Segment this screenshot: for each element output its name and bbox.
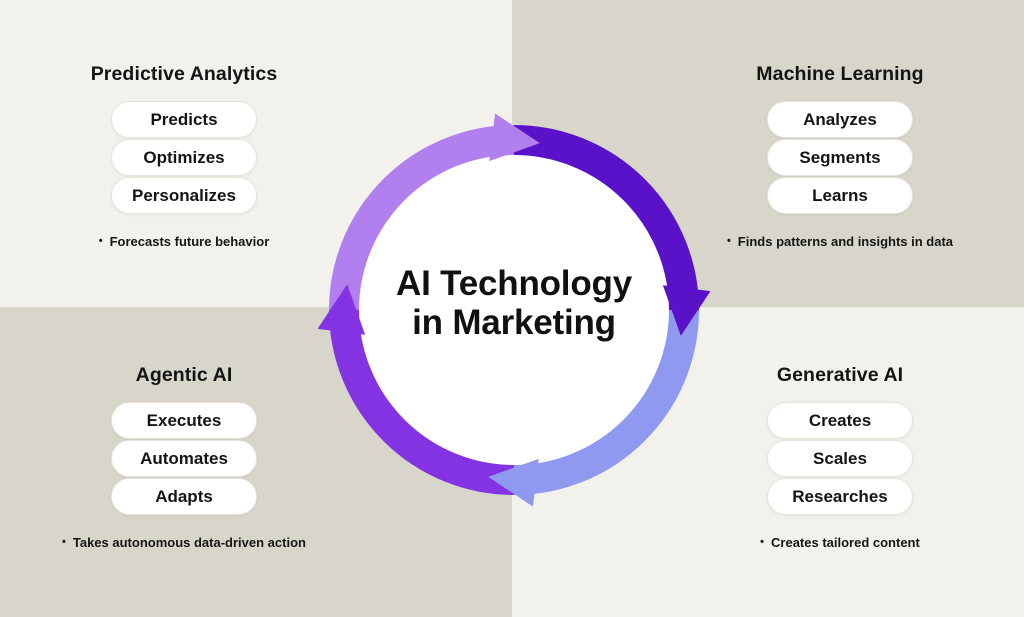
capability-pill: Executes <box>111 402 257 439</box>
cycle-arc-west-north <box>329 125 515 311</box>
quadrant-note-text: Finds patterns and insights in data <box>737 234 954 249</box>
capability-pill: Learns <box>767 177 913 214</box>
cycle-arc-east-south <box>513 309 699 495</box>
capability-pill: Personalizes <box>111 177 257 214</box>
quadrant-predictive-analytics: Predictive Analytics Predicts Optimizes … <box>34 62 334 249</box>
quadrant-title: Agentic AI <box>135 364 233 386</box>
bullet-icon: • <box>98 235 103 247</box>
center-title: AI Technology in Marketing <box>334 264 694 342</box>
quadrant-note: • Finds patterns and insights in data <box>727 234 953 249</box>
capability-pill: Adapts <box>111 478 257 515</box>
center-title-line2: in Marketing <box>412 303 616 342</box>
quadrant-note-text: Forecasts future behavior <box>109 234 270 249</box>
capability-pill: Researches <box>767 478 913 515</box>
bullet-icon: • <box>62 536 66 548</box>
quadrant-title: Generative AI <box>776 364 904 386</box>
capability-pill: Analyzes <box>767 101 913 138</box>
quadrant-title: Predictive Analytics <box>90 63 278 85</box>
cycle-arrowhead-east <box>662 285 711 336</box>
bullet-icon: • <box>760 536 765 548</box>
quadrant-note: • Forecasts future behavior <box>99 234 270 249</box>
quadrant-note-text: Creates tailored content <box>771 535 920 550</box>
quadrant-note: • Takes autonomous data-driven action <box>62 535 306 550</box>
capability-pill: Creates <box>767 402 913 439</box>
quadrant-note-text: Takes autonomous data-driven action <box>72 535 306 550</box>
quadrant-machine-learning: Machine Learning Analyzes Segments Learn… <box>690 62 990 249</box>
cycle-arc-south-west <box>329 309 515 495</box>
center-circle <box>359 155 669 465</box>
center-title-line1: AI Technology <box>396 264 632 303</box>
capability-pill: Optimizes <box>111 139 257 176</box>
quadrant-title: Machine Learning <box>756 63 924 85</box>
bullet-icon: • <box>726 235 731 247</box>
cycle-arrowhead-south <box>488 458 539 507</box>
capability-pill: Predicts <box>111 101 257 138</box>
cycle-arrowhead-north <box>489 113 540 162</box>
cycle-arc-north-east <box>513 125 699 311</box>
capability-pill: Scales <box>767 440 913 477</box>
capability-pill: Segments <box>767 139 913 176</box>
quadrant-note: • Creates tailored content <box>760 535 920 550</box>
quadrant-generative-ai: Generative AI Creates Scales Researches … <box>690 363 990 550</box>
cycle-arrowhead-west <box>317 284 366 335</box>
quadrant-agentic-ai: Agentic AI Executes Automates Adapts • T… <box>34 363 334 550</box>
capability-pill: Automates <box>111 440 257 477</box>
